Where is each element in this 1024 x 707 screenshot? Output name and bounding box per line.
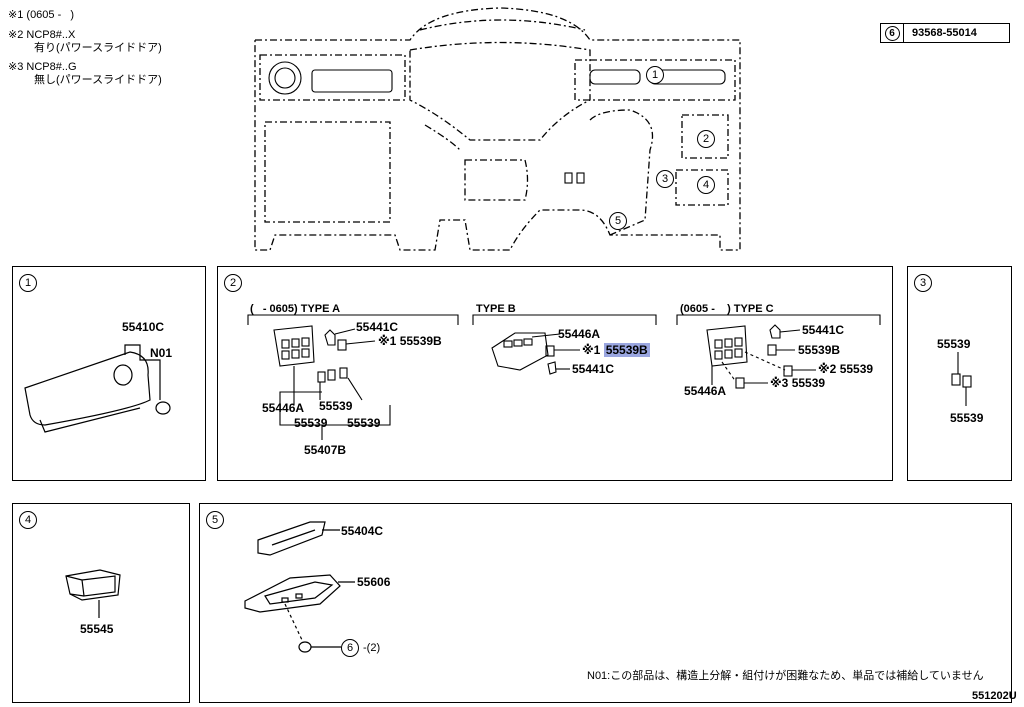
- type-b-title: TYPE B: [476, 303, 516, 315]
- note-1-mark: ※1: [8, 9, 24, 21]
- panel-3-part-55539-2[interactable]: 55539: [950, 411, 984, 425]
- reference-part-code[interactable]: 93568-55014: [912, 27, 977, 39]
- type-a-part-55407B[interactable]: 55407B: [304, 443, 347, 457]
- type-a-part-55539-3[interactable]: 55539: [347, 416, 381, 430]
- type-a-part-55441C[interactable]: 55441C: [356, 320, 399, 334]
- note-1-text: (0605 - ): [26, 9, 75, 21]
- panel-4-number: 4: [19, 511, 37, 529]
- panel-3-number: 3: [914, 274, 932, 292]
- reference-number: 6: [881, 24, 904, 42]
- type-c-part-55441C[interactable]: 55441C: [802, 323, 845, 337]
- part-55410C[interactable]: 55410C: [122, 320, 165, 334]
- panel-5-part-55606[interactable]: 55606: [357, 575, 391, 589]
- callout-3[interactable]: 3: [656, 170, 674, 188]
- type-c-part-55539-1[interactable]: 55539: [839, 362, 874, 376]
- panel-4-part-55545[interactable]: 55545: [80, 622, 114, 636]
- part-N01[interactable]: N01: [150, 346, 173, 360]
- note-3: ※3 NCP8#..G 無し(パワースライドドア): [8, 61, 162, 87]
- note-3-mark: ※3: [8, 61, 24, 73]
- note-2-mark: ※2: [8, 29, 24, 41]
- callout-5[interactable]: 5: [609, 212, 627, 230]
- type-c-title: (0605 - ) TYPE C: [680, 303, 774, 315]
- type-c-part-55539B[interactable]: 55539B: [798, 343, 841, 357]
- type-c-mark-2: ※2: [818, 362, 837, 376]
- type-c-part-55446A[interactable]: 55446A: [684, 384, 727, 398]
- diagram-code: 551202U: [972, 690, 1017, 702]
- type-b-part-55441C[interactable]: 55441C: [572, 362, 615, 376]
- type-a-part-55539-2[interactable]: 55539: [294, 416, 328, 430]
- panel-3-part-55539-1[interactable]: 55539: [937, 337, 971, 351]
- panel-5-number: 5: [206, 511, 224, 529]
- type-a-title: ( - 0605) TYPE A: [250, 303, 341, 315]
- callout-2[interactable]: 2: [697, 130, 715, 148]
- footer-note: N01:この部品は、構造上分解・組付けが困難なため、単品では補給していません: [587, 670, 984, 682]
- type-c-part-55539-row-1: ※2 55539: [818, 362, 873, 376]
- panel-5-quantity: -(2): [363, 642, 381, 654]
- reference-number-text: 6: [884, 25, 900, 41]
- type-a-part-55539B-row: ※1 55539B: [378, 334, 442, 348]
- type-a-mark-1: ※1: [378, 334, 397, 348]
- panel-1-number: 1: [19, 274, 37, 292]
- note-2: ※2 NCP8#..X 有り(パワースライドドア): [8, 29, 162, 55]
- note-3-sub: 無し(パワースライドドア): [34, 74, 162, 86]
- panel-5-part-55404C[interactable]: 55404C: [341, 524, 384, 538]
- callout-1[interactable]: 1: [646, 66, 664, 84]
- panel-2-number: 2: [224, 274, 242, 292]
- panel-3: 3: [907, 266, 1012, 481]
- clip-part: [155, 401, 171, 415]
- note-1: ※1 (0605 - ): [8, 9, 74, 22]
- screw-part: [298, 641, 312, 653]
- cover-part-lower: [244, 574, 341, 613]
- panel-2: 2: [217, 266, 893, 481]
- type-c-part-55539-row-2: ※3 55539: [770, 376, 825, 390]
- type-a-part-55539-1[interactable]: 55539: [319, 399, 353, 413]
- type-b-part-55539B-row: ※1 55539B: [582, 343, 650, 357]
- cover-part-upper: [257, 521, 326, 556]
- type-a-part-55446A[interactable]: 55446A: [262, 401, 305, 415]
- note-3-text: NCP8#..G: [26, 61, 77, 73]
- note-2-text: NCP8#..X: [26, 29, 76, 41]
- type-c-mark-3: ※3: [770, 376, 789, 390]
- panel-1: 1: [12, 266, 206, 481]
- dash-panel-part: [24, 351, 151, 426]
- type-a-part-55539B[interactable]: 55539B: [399, 334, 442, 348]
- panel-4: 4: [12, 503, 190, 703]
- type-b-part-55446A[interactable]: 55446A: [558, 327, 601, 341]
- callout-6[interactable]: 6: [341, 639, 359, 657]
- type-b-mark-1: ※1: [582, 343, 601, 357]
- reference-part-box: 6 93568-55014: [880, 23, 1010, 43]
- type-c-part-55539-2[interactable]: 55539: [791, 376, 826, 390]
- type-b-part-55539B-highlighted[interactable]: 55539B: [603, 343, 650, 357]
- panel-5: 5: [199, 503, 1012, 703]
- note-2-sub: 有り(パワースライドドア): [34, 42, 162, 54]
- callout-4[interactable]: 4: [697, 176, 715, 194]
